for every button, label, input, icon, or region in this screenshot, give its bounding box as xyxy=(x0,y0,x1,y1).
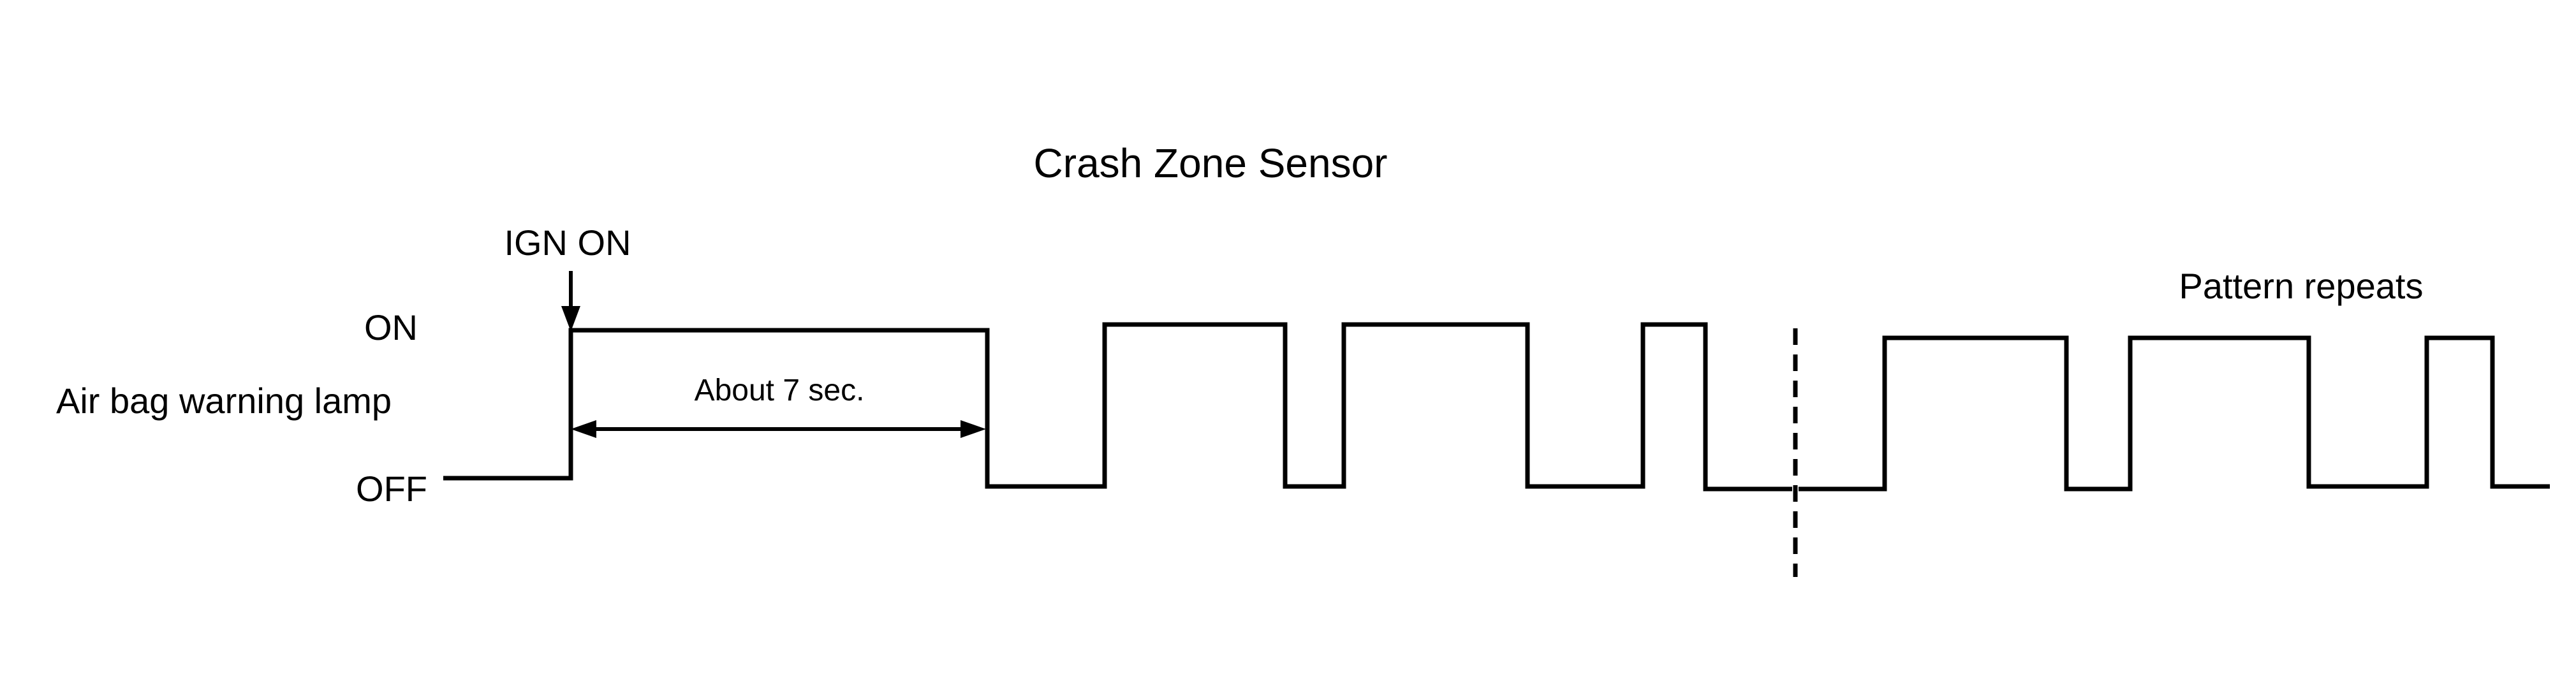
duration-label: About 7 sec. xyxy=(695,374,865,407)
repeat-note-label: Pattern repeats xyxy=(2179,266,2424,306)
off-level-label: OFF xyxy=(356,469,427,509)
lamp-waveform-initial xyxy=(443,322,1792,492)
duration-left-arrowhead-icon xyxy=(571,420,596,438)
diagram-title: Crash Zone Sensor xyxy=(1034,140,1388,186)
ign-on-arrowhead-icon xyxy=(561,306,580,332)
duration-right-arrowhead-icon xyxy=(960,420,986,438)
lamp-waveform-repeat xyxy=(1799,335,2550,492)
on-level-label: ON xyxy=(364,307,418,347)
ign-on-label: IGN ON xyxy=(504,222,631,263)
signal-name-label: Air bag warning lamp xyxy=(56,381,392,421)
